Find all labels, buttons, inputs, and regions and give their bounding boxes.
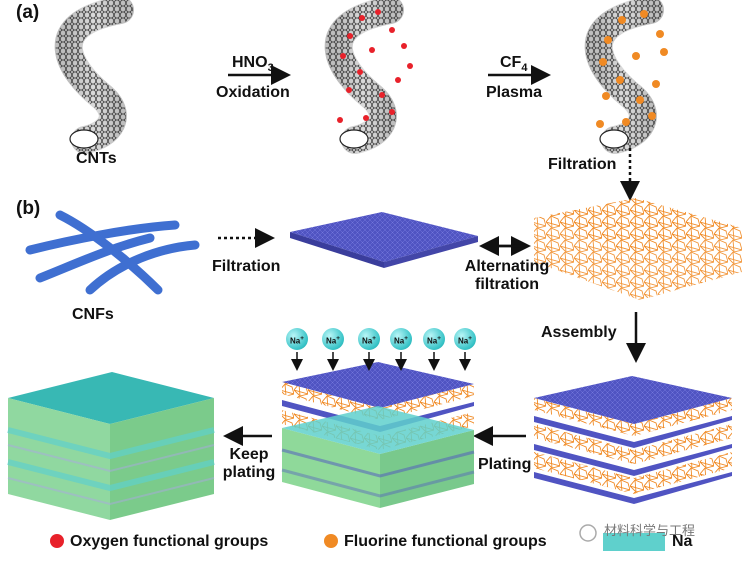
cnf-film	[290, 212, 478, 262]
na-ion: Na+	[286, 328, 308, 350]
label-cnfs: CNFs	[72, 306, 114, 323]
na-ion: Na+	[358, 328, 380, 350]
legend-fluorine-label: Fluorine functional groups	[344, 533, 547, 550]
watermark-icon	[579, 524, 597, 542]
legend-oxygen-dot	[50, 534, 64, 548]
label-cf4: CF4	[500, 54, 528, 75]
legend-na-label: Na	[672, 533, 693, 550]
fcnt-network-top	[534, 198, 742, 256]
watermark-text: 材料科学与工程	[604, 523, 696, 538]
panel-label-b: (b)	[16, 198, 41, 219]
label-assembly: Assembly	[541, 324, 617, 341]
cnf-fibers	[25, 210, 200, 295]
panel-label-a: (a)	[16, 2, 40, 23]
na-ion: Na+	[390, 328, 412, 350]
label-filtration-b: Filtration	[212, 258, 281, 275]
legend-fluorine-dot	[324, 534, 338, 548]
label-filtration-a: Filtration	[548, 156, 617, 173]
label-cnts: CNTs	[76, 150, 117, 167]
label-plasma: Plasma	[486, 84, 543, 101]
cnt-oxidized	[324, 0, 413, 154]
na-ion: Na+	[454, 328, 476, 350]
legend-na-swatch	[603, 533, 665, 551]
label-oxidation: Oxidation	[216, 84, 290, 101]
layered-stack	[534, 376, 732, 504]
na-ion: Na+	[322, 328, 344, 350]
label-plating: Plating	[478, 456, 532, 473]
cnt-fluorinated	[584, 0, 668, 154]
fully-plated-block	[7, 372, 215, 520]
label-hno3: HNO3	[232, 54, 274, 75]
partially-plated-stack	[281, 362, 475, 508]
na-ion: Na+	[423, 328, 445, 350]
cnt-pristine	[54, 0, 134, 154]
legend-oxygen-label: Oxygen functional groups	[70, 533, 269, 550]
na-ion-arrows	[291, 352, 471, 371]
